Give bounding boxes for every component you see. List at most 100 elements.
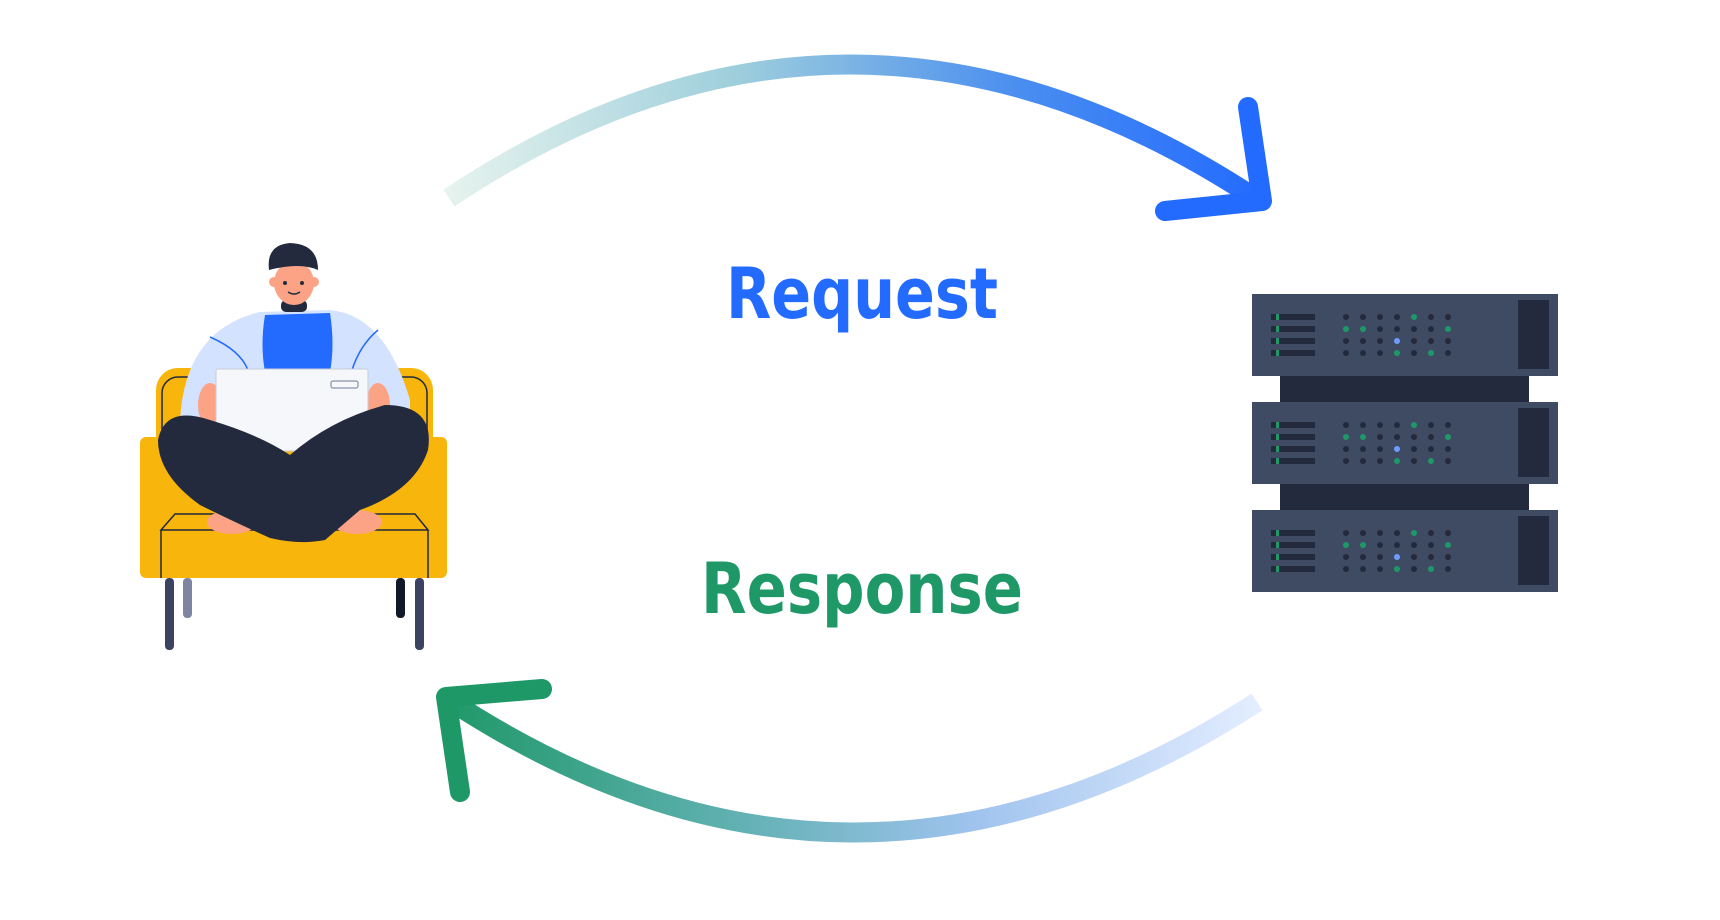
server-led xyxy=(1343,554,1349,560)
server-led xyxy=(1360,566,1366,572)
server-led xyxy=(1377,566,1383,572)
server-led xyxy=(1394,422,1400,428)
server-led xyxy=(1343,326,1349,332)
server-led xyxy=(1394,350,1400,356)
server-slot-indicator xyxy=(1276,554,1279,560)
server-led xyxy=(1428,542,1434,548)
server-led xyxy=(1394,446,1400,452)
server-led xyxy=(1445,446,1451,452)
server-led xyxy=(1428,422,1434,428)
server-led xyxy=(1377,350,1383,356)
server-led xyxy=(1377,554,1383,560)
server-led xyxy=(1343,530,1349,536)
server-led xyxy=(1377,422,1383,428)
server-rack-icon xyxy=(1252,294,1558,592)
server-led xyxy=(1411,458,1417,464)
server-led xyxy=(1445,542,1451,548)
server-led xyxy=(1377,338,1383,344)
server-led xyxy=(1360,434,1366,440)
server-led xyxy=(1394,326,1400,332)
server-led xyxy=(1411,350,1417,356)
server-led xyxy=(1360,314,1366,320)
request-arrow-head xyxy=(1155,97,1272,221)
server-slot xyxy=(1271,326,1315,332)
server-led xyxy=(1428,314,1434,320)
server-led xyxy=(1360,554,1366,560)
server-slot-indicator xyxy=(1276,446,1279,452)
server-slot xyxy=(1271,446,1315,452)
server-slot xyxy=(1271,458,1315,464)
person-with-laptop-icon xyxy=(140,243,447,650)
server-led xyxy=(1445,314,1451,320)
server-led xyxy=(1411,554,1417,560)
request-arrow-curve xyxy=(443,54,1264,209)
server-led xyxy=(1411,530,1417,536)
server-led xyxy=(1411,434,1417,440)
server-slot xyxy=(1271,530,1315,536)
server-slot xyxy=(1271,434,1315,440)
server-led xyxy=(1428,326,1434,332)
server-led xyxy=(1360,326,1366,332)
server-led xyxy=(1377,530,1383,536)
server-led xyxy=(1360,350,1366,356)
server-led xyxy=(1343,446,1349,452)
server-slot xyxy=(1271,350,1315,356)
server-slot xyxy=(1271,338,1315,344)
server-led xyxy=(1360,542,1366,548)
server-drive-bay xyxy=(1518,516,1549,585)
response-arrow xyxy=(436,679,1263,843)
server-led xyxy=(1411,446,1417,452)
response-arrow-head xyxy=(436,679,552,802)
server-led xyxy=(1411,314,1417,320)
server-drive-bay xyxy=(1518,408,1549,477)
server-led xyxy=(1445,434,1451,440)
server-led xyxy=(1394,566,1400,572)
server-led xyxy=(1445,326,1451,332)
server-led xyxy=(1428,338,1434,344)
server-unit xyxy=(1252,294,1558,376)
server-led xyxy=(1343,338,1349,344)
server-led xyxy=(1377,458,1383,464)
server-led xyxy=(1343,434,1349,440)
server-slot-indicator xyxy=(1276,422,1279,428)
server-led xyxy=(1360,422,1366,428)
server-led xyxy=(1411,422,1417,428)
server-led xyxy=(1428,446,1434,452)
server-led xyxy=(1445,350,1451,356)
server-led xyxy=(1445,554,1451,560)
server-slot-indicator xyxy=(1276,566,1279,572)
server-led xyxy=(1428,554,1434,560)
server-led xyxy=(1445,458,1451,464)
response-label: Response xyxy=(701,548,1023,630)
server-slot xyxy=(1271,554,1315,560)
server-connector xyxy=(1280,484,1529,510)
server-led xyxy=(1394,314,1400,320)
server-connector xyxy=(1280,376,1529,402)
server-led xyxy=(1394,542,1400,548)
server-led xyxy=(1343,350,1349,356)
server-led xyxy=(1428,530,1434,536)
server-led xyxy=(1394,434,1400,440)
server-led xyxy=(1394,530,1400,536)
server-led xyxy=(1377,314,1383,320)
server-led xyxy=(1360,338,1366,344)
server-led xyxy=(1360,446,1366,452)
server-drive-bay xyxy=(1518,300,1549,369)
server-led xyxy=(1445,566,1451,572)
server-slot-indicator xyxy=(1276,530,1279,536)
server-led xyxy=(1445,422,1451,428)
server-unit xyxy=(1252,402,1558,484)
server-led xyxy=(1377,434,1383,440)
server-slot xyxy=(1271,422,1315,428)
server-led xyxy=(1360,530,1366,536)
server-slot-indicator xyxy=(1276,338,1279,344)
server-led xyxy=(1411,542,1417,548)
server-led xyxy=(1394,554,1400,560)
server-led xyxy=(1428,434,1434,440)
server-led xyxy=(1445,530,1451,536)
server-slot-indicator xyxy=(1276,542,1279,548)
server-led xyxy=(1411,338,1417,344)
server-led xyxy=(1343,458,1349,464)
server-slot-indicator xyxy=(1276,326,1279,332)
